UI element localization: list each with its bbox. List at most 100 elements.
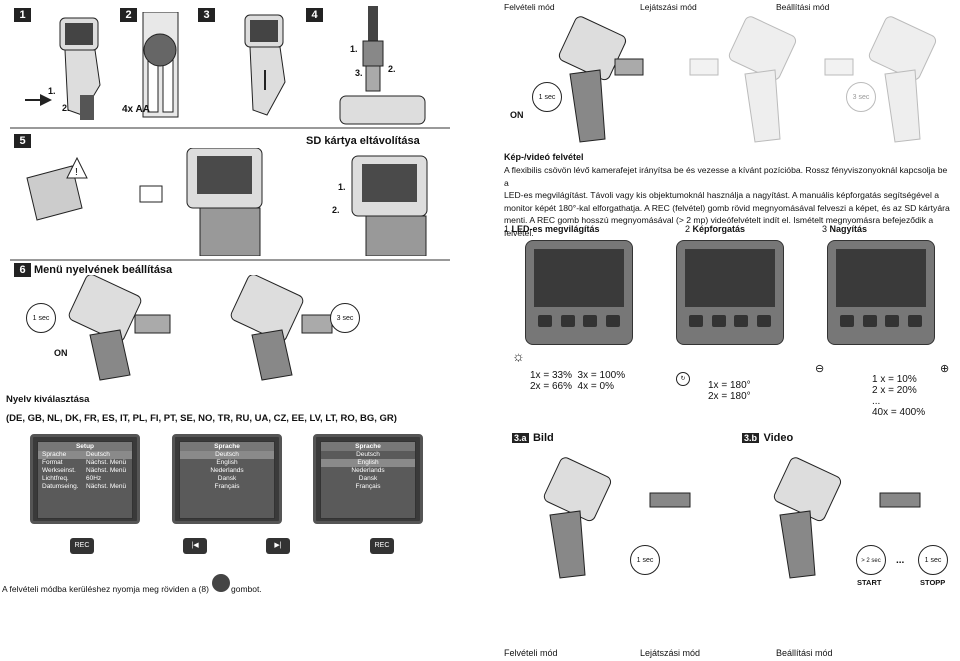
menu2-title: Sprache [180, 442, 274, 451]
menu3-option[interactable]: English [321, 459, 415, 467]
menu1-row-value: 60Hz [86, 475, 102, 482]
menu3-option[interactable]: Nederlands [351, 467, 385, 474]
menu2-option[interactable]: English [216, 459, 238, 466]
step-5-badge: 5 [14, 134, 31, 148]
zoom-in-icon: ⊕ [940, 363, 950, 375]
clock-1sec: 1 sec [26, 303, 56, 333]
step-2-illustration [142, 12, 179, 118]
clock-3sec: 3 sec [330, 303, 360, 333]
zoom-values: 1 x = 10% 2 x = 20% ... 40x = 400% [872, 374, 926, 418]
menu-header: Menü nyelvének beállítása [34, 264, 173, 276]
step-1-arrow-label-1: 1. [48, 86, 56, 96]
menu2-option[interactable]: Dansk [217, 475, 237, 482]
menu3-option[interactable]: Français [355, 483, 381, 490]
menu3-option[interactable]: Dansk [358, 475, 378, 482]
step-1-illustration [25, 17, 101, 120]
clock-1sec: 1 sec [918, 545, 948, 575]
menu3-title: Sprache [321, 442, 415, 451]
footer-playback: Lejátszási mód [640, 648, 701, 658]
step-4-illustration [339, 6, 426, 125]
step-6-device-2 [230, 275, 333, 381]
divider [10, 259, 450, 261]
next-button-icon[interactable]: ▶| [266, 538, 290, 554]
menu-screen-3: Sprache Deutsch English Nederlands Dansk… [313, 434, 423, 524]
clock-2sec: > 2 sec [856, 545, 886, 575]
rec-button-icon[interactable]: REC [70, 538, 94, 554]
paragraph-line: monitor képét 180°-kal elforgathatja. A … [504, 202, 950, 213]
menu1-row-label[interactable]: Format [42, 459, 63, 466]
paragraph-line: LED-es megvilágítást. Távoli vagy kis ob… [504, 190, 940, 200]
monitor-zoom [827, 240, 935, 345]
on-label: ON [54, 348, 68, 358]
sd-header: SD kártya eltávolítása [306, 135, 420, 147]
footer-settings: Beállítási mód [776, 648, 833, 658]
menu3-option[interactable]: Deutsch [356, 451, 380, 458]
step-4-arrow-label-1: 1. [350, 44, 358, 54]
menu2-option[interactable]: Français [214, 483, 240, 490]
sd-arrow-label-1: 1. [338, 182, 346, 192]
step-5-illustration: ! [26, 148, 428, 256]
feature-1: 1 LED-es megvilágítás [504, 224, 600, 234]
modes-illustration [558, 16, 937, 143]
record-illustration [543, 457, 921, 579]
menu1-row-label[interactable]: Datumseing. [42, 483, 79, 490]
footnote: A felvételi módba kerüléshez nyomja meg … [2, 584, 209, 594]
start-label: START [857, 578, 882, 587]
battery-label: 4x AA [122, 104, 150, 115]
step-6-badge: 6 [14, 263, 31, 277]
led-icon: ☼ [512, 348, 525, 364]
prev-button-icon[interactable]: |◀ [183, 538, 207, 554]
tag-video: 3.b Video [742, 432, 794, 444]
menu-screen-2: Sprache Deutsch English Nederlands Dansk… [172, 434, 282, 524]
step-4-badge: 4 [306, 8, 323, 22]
step-6-device-1 [68, 275, 171, 381]
monitor-rotate [676, 240, 784, 345]
stop-label: STOPP [920, 578, 946, 587]
step-3-badge: 3 [198, 8, 215, 22]
paragraph-line: A flexibilis csövön lévő kamerafejet irá… [504, 165, 948, 188]
led-values: 1x = 33% 3x = 100% 2x = 66% 4x = 0% [530, 370, 626, 392]
rotate-values: 1x = 180° 2x = 180° [708, 380, 751, 402]
monitor-led [525, 240, 633, 345]
menu1-row-label[interactable]: Werkseinst. [42, 467, 76, 474]
feature-2: 2 Képforgatás [685, 224, 746, 234]
paragraph-line: menti. A REC gomb hosszú megnyomásával (… [504, 215, 934, 238]
menu1-row-label[interactable]: Sprache [42, 451, 67, 458]
section-paragraph: A flexibilis csövön lévő kamerafejet irá… [504, 164, 954, 239]
lang-title: Nyelv kiválasztása [6, 394, 90, 405]
lang-list: (DE, GB, NL, DK, FR, ES, IT, PL, FI, PT,… [6, 413, 397, 424]
mode-settings: Beállítási mód [776, 2, 830, 12]
svg-text:!: ! [75, 167, 78, 178]
footnote-end: gombot. [231, 584, 262, 594]
rec-button-icon[interactable]: REC [370, 538, 394, 554]
mode-record: Felvételi mód [504, 2, 555, 12]
button-8-icon [212, 574, 230, 592]
rotate-icon: ↻ [676, 372, 690, 386]
step-1-arrow-label-2: 2. [62, 103, 70, 113]
step-3-illustration [244, 14, 286, 116]
menu1-title: Setup [38, 442, 132, 451]
clock-3sec: 3 sec [846, 82, 876, 112]
footer-record: Felvételi mód [504, 648, 558, 658]
zoom-out-icon: ⊖ [815, 363, 825, 375]
sd-arrow-label-2: 2. [332, 205, 340, 215]
menu1-row-value: Nächst. Menü [86, 467, 127, 474]
divider [10, 127, 450, 129]
menu1-row-value: Nächst. Menü [86, 459, 127, 466]
menu2-option[interactable]: Deutsch [180, 451, 274, 459]
step-4-arrow-label-3: 3. [355, 68, 363, 78]
menu1-row-value: Nächst. Menü [86, 483, 127, 490]
step-4-arrow-label-2: 2. [388, 64, 396, 74]
clock-1sec: 1 sec [630, 545, 660, 575]
clock-1sec: 1 sec [532, 82, 562, 112]
menu1-row-label[interactable]: Lichtfreq. [42, 475, 69, 482]
on-label: ON [510, 110, 524, 120]
section-title: Kép-/videó felvétel [504, 152, 584, 162]
menu2-option[interactable]: Nederlands [210, 467, 244, 474]
step-2-badge: 2 [120, 8, 137, 22]
ellipsis: ... [896, 555, 905, 566]
step-1-badge: 1 [14, 8, 31, 22]
menu1-row-value: Deutsch [86, 451, 110, 458]
tag-bild: 3.a Bild [512, 432, 554, 444]
